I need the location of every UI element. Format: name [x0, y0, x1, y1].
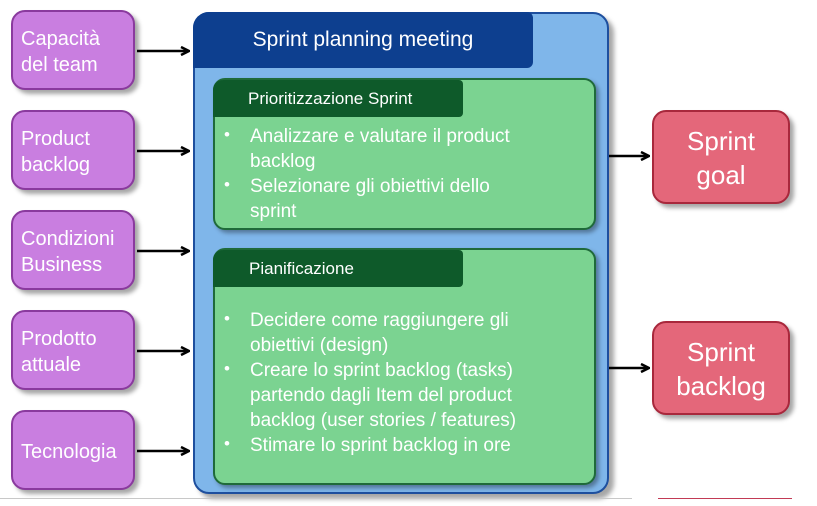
output-sprint-goal-line-2: goal: [696, 160, 746, 190]
output-sprint-backlog-line-2: backlog: [676, 371, 766, 401]
bullet-line: backlog (user stories / features): [250, 410, 517, 431]
input-technology: Tecnologia: [11, 410, 135, 490]
input-product-backlog-line-1: Product: [21, 128, 90, 150]
input-business-conditions-line-1: Condizioni: [21, 228, 115, 250]
output-sprint-backlog-line-1: Sprint: [687, 337, 755, 367]
output-sprint-backlog: Sprint backlog: [652, 321, 790, 415]
input-current-product-line-2: attuale: [21, 354, 82, 376]
input-team-capacity-line-2: del team: [21, 54, 98, 76]
bullet-line: Decidere come raggiungere gli: [250, 310, 509, 331]
bullet-item: Creare lo sprint backlog (tasks) partend…: [224, 356, 584, 433]
bullet-item: Stimare lo sprint backlog in ore: [224, 431, 584, 458]
bullet-line: Creare lo sprint backlog (tasks): [250, 360, 513, 381]
input-current-product: Prodotto attuale: [11, 310, 135, 390]
input-technology-line-1: Tecnologia: [21, 441, 117, 463]
input-product-backlog: Product backlog: [11, 110, 135, 190]
bullet-line: partendo dagli Item del product: [250, 385, 512, 406]
bullet-item: Analizzare e valutare il product backlog: [224, 122, 584, 174]
output-sprint-goal-line-1: Sprint: [687, 126, 755, 156]
input-current-product-line-1: Prodotto: [21, 328, 97, 350]
input-team-capacity: Capacità del team: [11, 10, 135, 90]
bullet-line: Analizzare e valutare il product: [250, 126, 510, 147]
phase-prioritization-title: Prioritizzazione Sprint: [213, 80, 463, 117]
bullet-line: obiettivi (design): [250, 335, 389, 356]
bullet-item: Selezionare gli obiettivi dello sprint: [224, 172, 584, 224]
input-team-capacity-line-1: Capacità: [21, 28, 100, 50]
input-business-conditions: Condizioni Business: [11, 210, 135, 290]
bottom-divider: [0, 498, 632, 499]
bullet-line: Selezionare gli obiettivi dello: [250, 176, 490, 197]
phase-planning-bullets: Decidere come raggiungere gli obiettivi …: [224, 306, 584, 458]
input-business-conditions-line-2: Business: [21, 254, 103, 276]
phase-planning-title: Pianificazione: [213, 250, 463, 287]
bullet-line: sprint: [250, 201, 297, 222]
output-sprint-goal: Sprint goal: [652, 110, 790, 204]
bullet-line: backlog: [250, 151, 316, 172]
meeting-title: Sprint planning meeting: [193, 12, 533, 68]
bottom-accent-divider: [658, 498, 792, 499]
bullet-line: Stimare lo sprint backlog in ore: [250, 435, 511, 456]
bullet-item: Decidere come raggiungere gli obiettivi …: [224, 306, 584, 358]
phase-prioritization-bullets: Analizzare e valutare il product backlog…: [224, 122, 584, 224]
input-product-backlog-line-2: backlog: [21, 154, 90, 176]
